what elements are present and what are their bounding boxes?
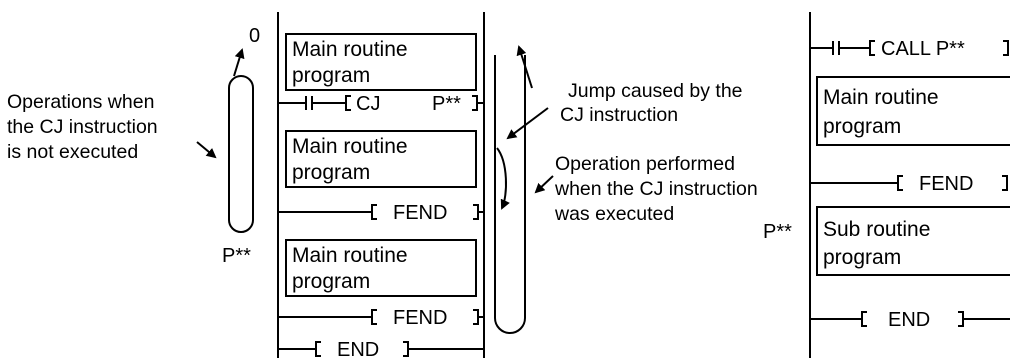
sub-fend-bracket-close — [1002, 175, 1008, 191]
fend-1-label: FEND — [393, 202, 447, 224]
cj-pointer-label: P** — [432, 93, 461, 115]
sub-end-label: END — [888, 309, 930, 331]
sub-routine-box-line-2: program — [823, 246, 901, 269]
executed-note-line-3: was executed — [554, 203, 674, 225]
call-bracket-open — [869, 40, 875, 56]
not-executed-note-line-3: is not executed — [7, 141, 138, 163]
sub-end-bracket-close — [958, 311, 964, 327]
jump-note-line-2: CJ instruction — [560, 104, 678, 126]
fend-2-bracket-close — [473, 309, 479, 325]
executed-note-line-2: when the CJ instruction — [554, 178, 758, 200]
sub-end-bracket-open — [861, 311, 867, 327]
jump-path — [496, 147, 510, 210]
executed-note-line-1: Operation performed — [555, 153, 735, 175]
box-1-line-1: Main routine — [292, 38, 408, 61]
box-3-line-2: program — [292, 270, 370, 293]
sub-pointer-label: P** — [763, 221, 792, 243]
loop-start-label: 0 — [249, 25, 260, 47]
main-routine-box-2 — [285, 130, 477, 188]
fend-2-label: FEND — [393, 307, 447, 329]
box-2-line-1: Main routine — [292, 135, 408, 158]
cj-bracket-open — [345, 95, 351, 111]
cj-instruction-label: CJ — [356, 93, 380, 115]
cj-bracket-close — [472, 95, 478, 111]
sub-routine-box-line-1: Sub routine — [823, 218, 930, 241]
main-routine-box-1 — [285, 33, 477, 91]
call-instruction-label: CALL P** — [881, 38, 965, 60]
not-executed-note-line-2: the CJ instruction — [7, 116, 158, 138]
sub-routine-box — [816, 206, 1010, 276]
box-3-line-1: Main routine — [292, 244, 408, 267]
scan-loop-arrow — [516, 45, 533, 89]
fend-1-bracket-close — [473, 204, 479, 220]
not-executed-loop-arrow — [233, 48, 245, 77]
sub-main-box-line-1: Main routine — [823, 86, 939, 109]
end-bracket-close — [403, 341, 409, 357]
call-bracket-close — [1003, 40, 1009, 56]
executed-arrow — [534, 175, 554, 194]
sub-fend-bracket-open — [897, 175, 903, 191]
main-routine-box-3 — [285, 239, 477, 297]
jump-caused-arrow — [506, 107, 549, 140]
end-bracket-open — [315, 341, 321, 357]
scan-loop — [494, 55, 526, 334]
fend-1-bracket-open — [371, 204, 377, 220]
not-executed-loop — [228, 75, 254, 233]
sub-main-routine-box — [816, 76, 1010, 146]
not-executed-arrow — [196, 141, 217, 159]
loop-end-label: P** — [222, 245, 251, 267]
jump-note-line-1: Jump caused by the — [568, 80, 743, 102]
box-1-line-2: program — [292, 64, 370, 87]
box-2-line-2: program — [292, 161, 370, 184]
end-label: END — [337, 339, 379, 358]
not-executed-note-line-1: Operations when — [7, 91, 154, 113]
sub-main-box-line-2: program — [823, 115, 901, 138]
fend-2-bracket-open — [371, 309, 377, 325]
sub-fend-label: FEND — [919, 173, 973, 195]
